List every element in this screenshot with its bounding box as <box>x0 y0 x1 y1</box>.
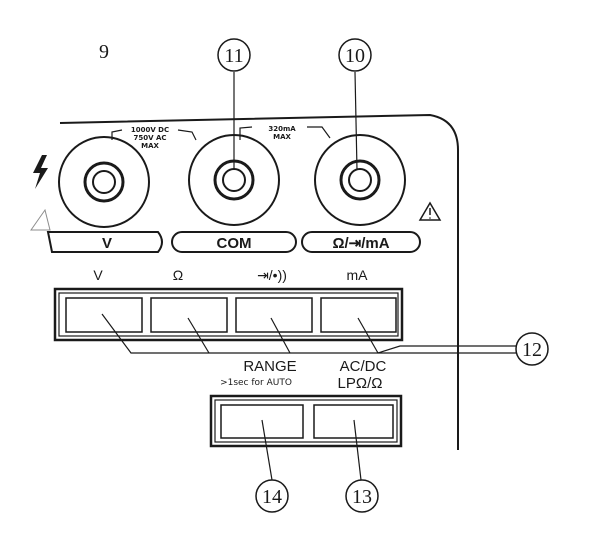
ohm-ma-jack[interactable] <box>314 134 406 226</box>
callout-12: 12 <box>515 332 549 366</box>
range-hint: >1sec for AUTO <box>220 378 292 388</box>
callout-10: 10 <box>338 38 372 72</box>
leader-line-14 <box>261 419 273 481</box>
v-label-strip <box>46 231 163 253</box>
v-jack[interactable] <box>58 136 150 228</box>
svg-text:12: 12 <box>522 339 542 361</box>
v-rating-line3: MAX <box>141 142 159 150</box>
range-label: RANGE <box>243 358 296 375</box>
v-button[interactable] <box>65 297 143 333</box>
range-button-block <box>209 394 403 448</box>
svg-text:11: 11 <box>224 45 243 67</box>
svg-text:14: 14 <box>262 486 282 508</box>
v-rating-line1: 1000V DC <box>131 126 169 134</box>
com-jack-label: COM <box>217 235 252 252</box>
range-button[interactable] <box>220 404 304 439</box>
svg-text:9: 9 <box>99 41 109 63</box>
warning-triangle-icon <box>418 201 442 221</box>
ma-jack-label: Ω/⇥/mA <box>332 235 389 252</box>
ma-rating-line2: MAX <box>273 133 291 141</box>
lpo-label: LPΩ/Ω <box>338 375 383 392</box>
ohm-button[interactable] <box>150 297 228 333</box>
ma-rating-line1: 320mA <box>268 125 296 133</box>
button-label-ohm: Ω <box>173 267 183 283</box>
function-button-block <box>53 287 404 342</box>
ma-label-strip <box>301 231 421 253</box>
callout-14: 14 <box>255 479 289 513</box>
leader-line-10 <box>354 71 358 171</box>
svg-text:13: 13 <box>352 486 372 508</box>
leader-lines-12 <box>101 313 516 354</box>
lightning-bolt-icon <box>33 155 48 189</box>
acdc-label: AC/DC <box>340 358 387 375</box>
v-rating-line2: 750V AC <box>133 134 166 142</box>
ma-button[interactable] <box>320 297 397 333</box>
button-label-diode: ⇥/•)) <box>257 267 287 283</box>
com-label-strip <box>171 231 297 253</box>
callout-9: 9 <box>99 41 109 63</box>
svg-text:10: 10 <box>345 45 365 67</box>
callout-11: 11 <box>217 38 251 72</box>
warning-triangle-icon-left <box>30 208 51 231</box>
v-jack-label: V <box>102 235 112 252</box>
button-label-ma: mA <box>347 267 369 283</box>
diode-continuity-button[interactable] <box>235 297 313 333</box>
leader-line-13 <box>353 419 362 481</box>
button-label-v: V <box>93 267 103 283</box>
callout-13: 13 <box>345 479 379 513</box>
acdc-lpo-button[interactable] <box>313 404 394 439</box>
panel-outline <box>59 113 459 450</box>
